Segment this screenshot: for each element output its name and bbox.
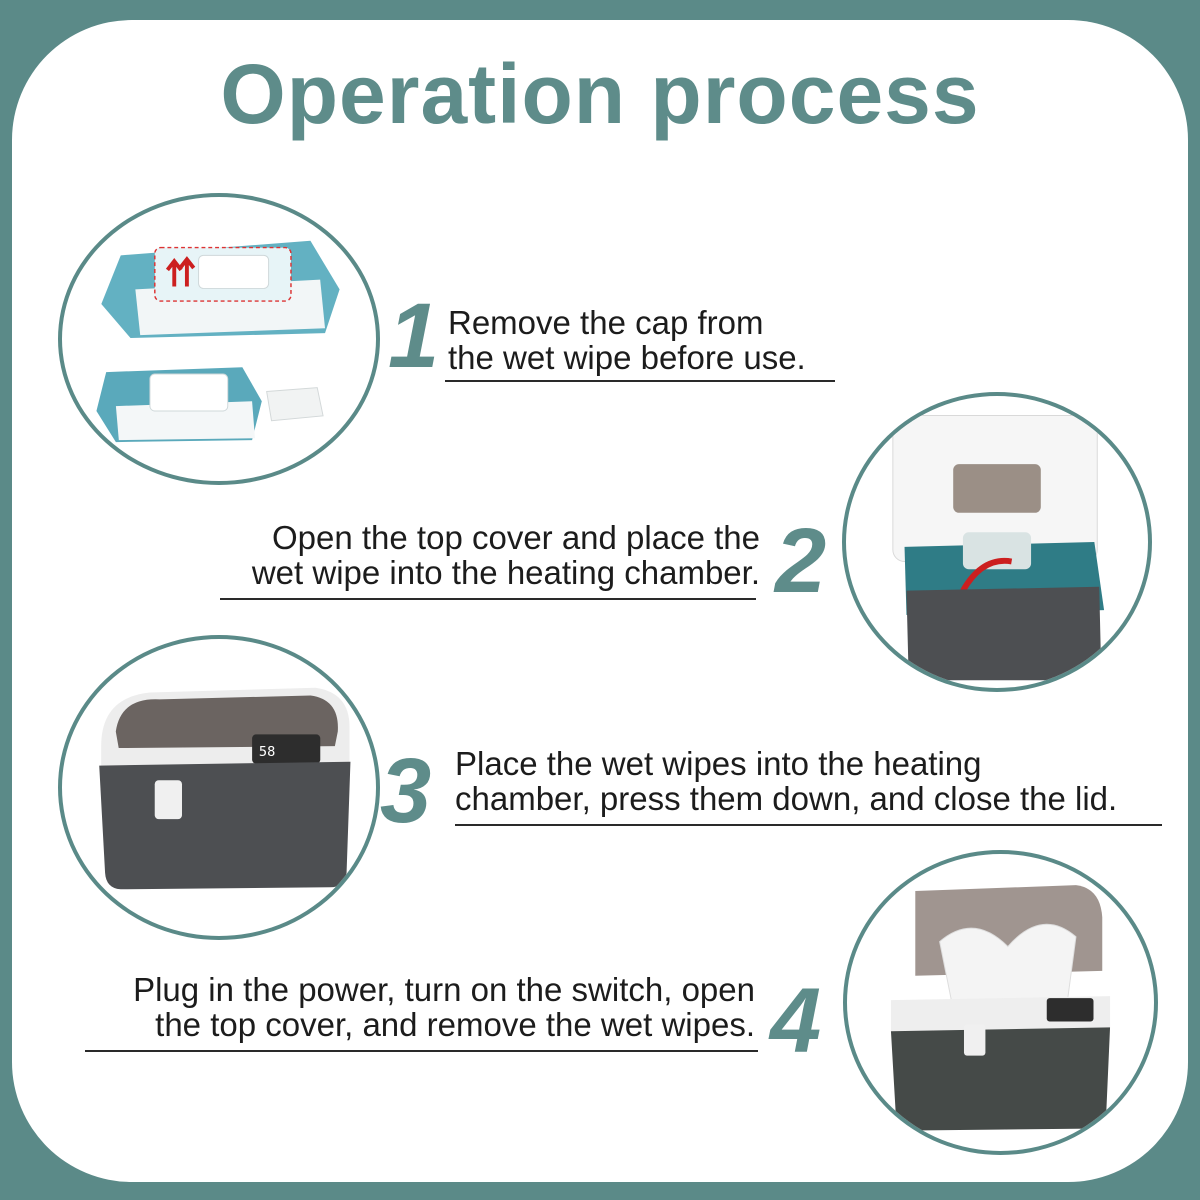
open-warmer-illustration (892, 414, 1105, 681)
step-1-underline (445, 380, 835, 382)
wet-wipe-pack-illustration (96, 240, 340, 443)
step-4-image-circle (843, 850, 1158, 1155)
step-4-line-1: Plug in the power, turn on the switch, o… (133, 971, 755, 1008)
step-1-number: 1 (388, 285, 440, 387)
step-1-line-2: the wet wipe before use. (448, 339, 806, 376)
step-2-line-2: wet wipe into the heating chamber. (251, 554, 760, 591)
step-4-underline (85, 1050, 758, 1052)
step-2-text: Open the top cover and place the wet wip… (215, 520, 760, 590)
step-2-line-1: Open the top cover and place the (271, 519, 760, 556)
step-3-underline (455, 824, 1162, 826)
page-title: Operation process (220, 47, 980, 141)
dispensing-warmer-illustration (890, 885, 1111, 1131)
step-3-number: 3 (380, 740, 432, 842)
step-4-text: Plug in the power, turn on the switch, o… (75, 972, 755, 1042)
step-1-image-circle (58, 193, 380, 485)
step-3-line-1: Place the wet wipes into the heating (455, 745, 982, 782)
step-1-text: Remove the cap from the wet wipe before … (448, 305, 806, 375)
step-2-number: 2 (775, 510, 827, 612)
step-3-line-2: chamber, press them down, and close the … (455, 780, 1118, 817)
step-2-image-circle (842, 392, 1152, 692)
step-4-number: 4 (770, 970, 822, 1072)
step-3-image-circle: 58 (58, 635, 380, 940)
step-4-line-2: the top cover, and remove the wet wipes. (155, 1006, 755, 1043)
step-3-text: Place the wet wipes into the heating cha… (455, 746, 1117, 816)
step-1-line-1: Remove the cap from (448, 304, 764, 341)
closed-warmer-illustration: 58 (99, 687, 351, 890)
svg-text:58: 58 (259, 744, 275, 760)
step-2-underline (220, 598, 756, 600)
